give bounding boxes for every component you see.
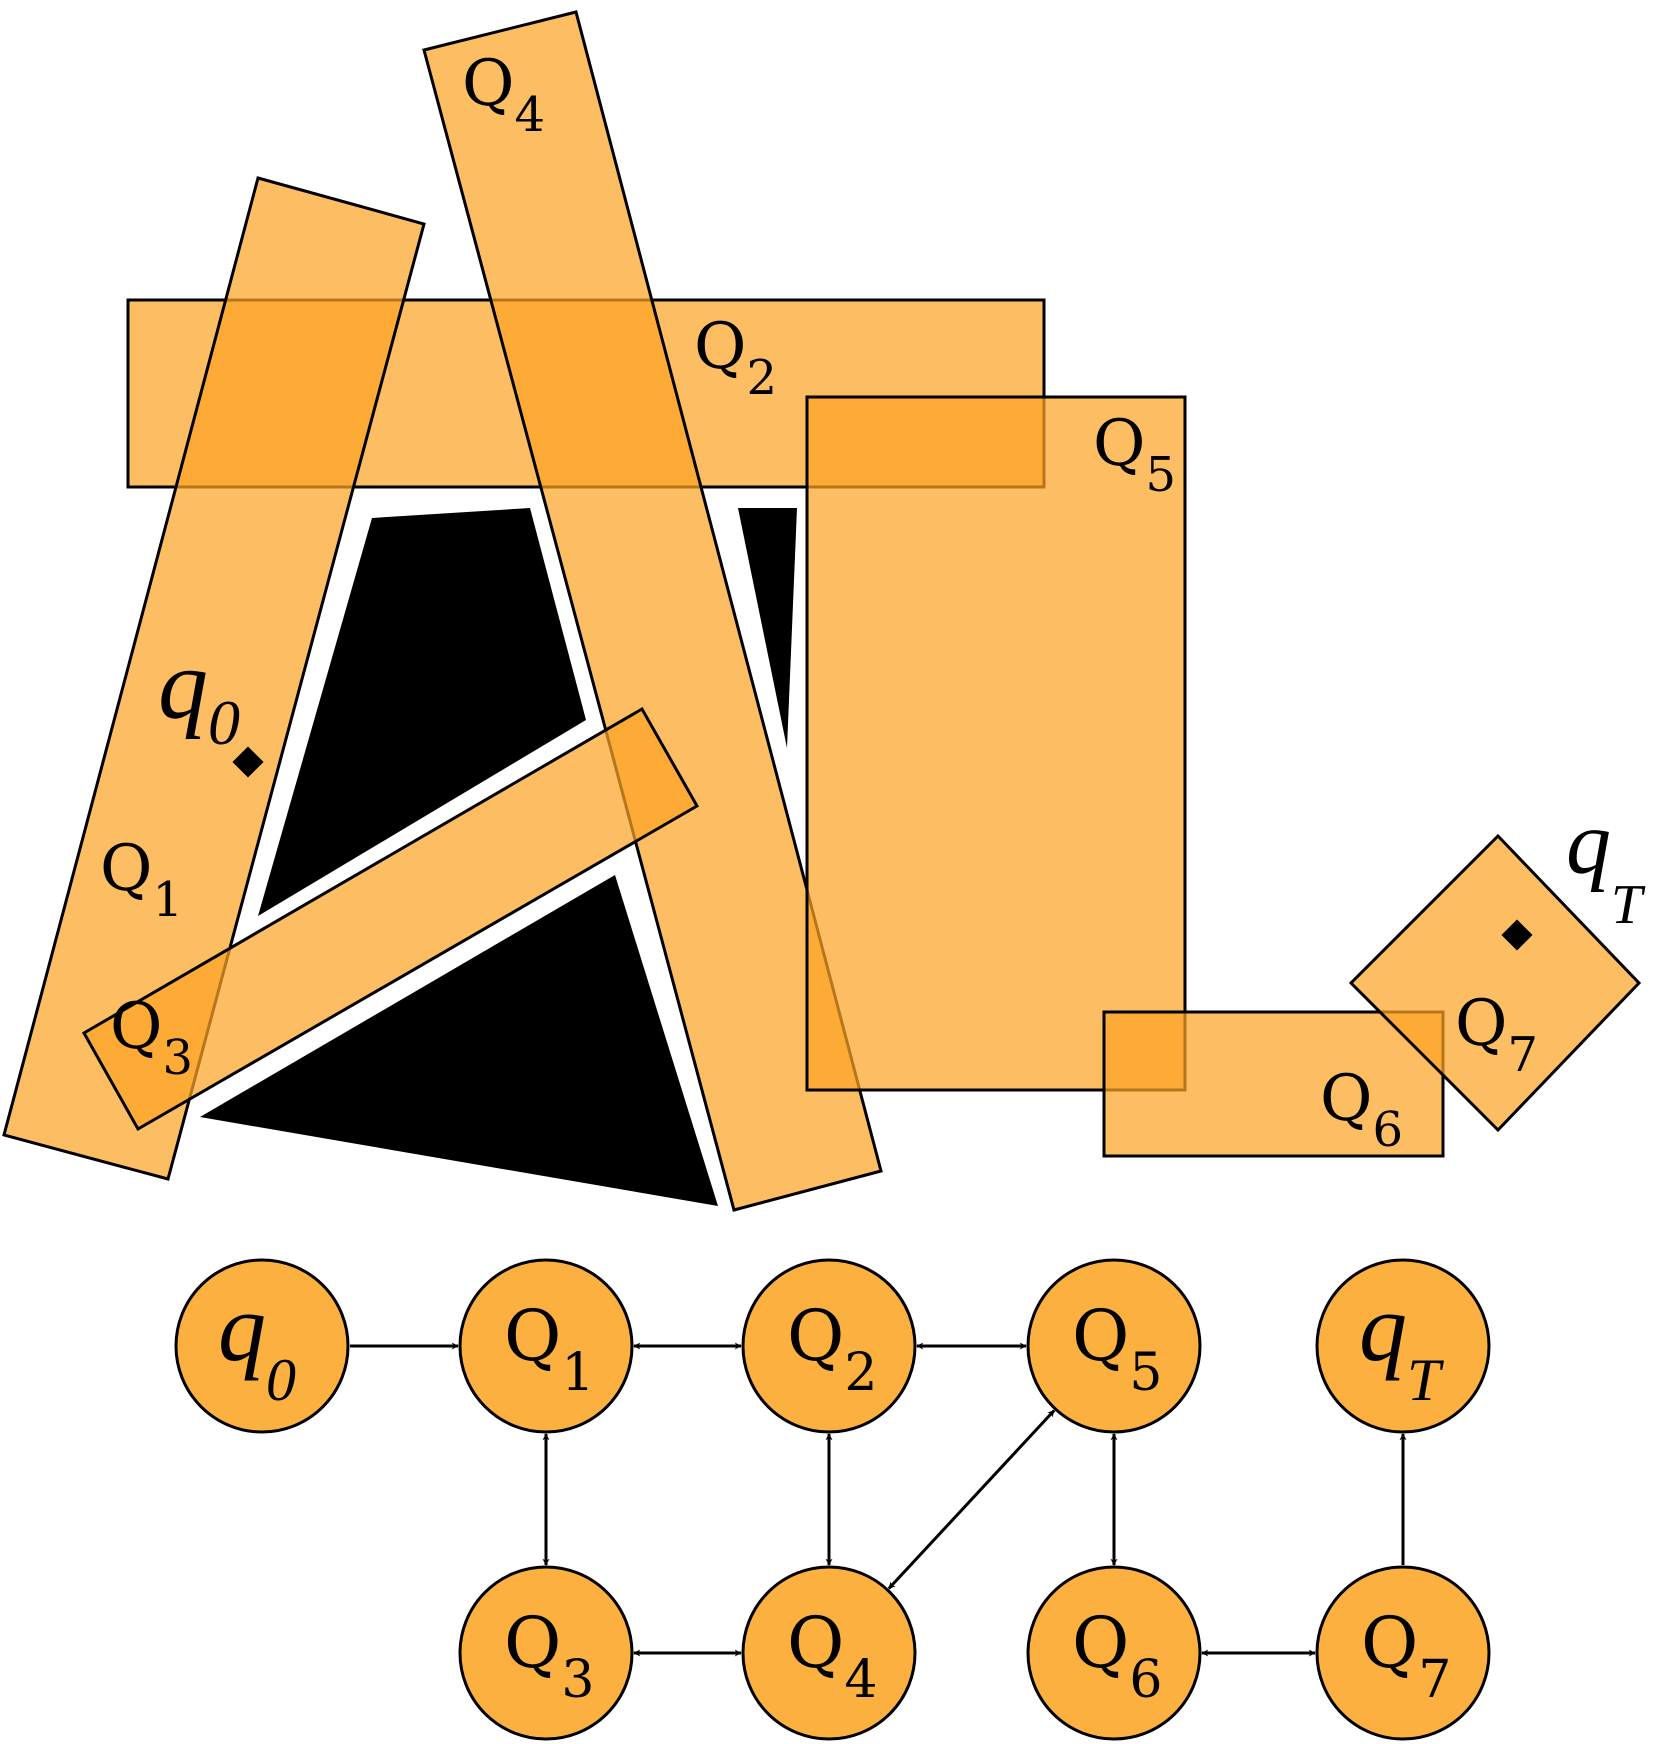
node-circle [458, 1565, 634, 1741]
region-q7: Q7 [1348, 833, 1642, 1133]
region-q5: Q5 [805, 395, 1187, 1092]
edge-q4-q5 [887, 1409, 1056, 1590]
node-label-letter: Q [1361, 1602, 1418, 1684]
region-q6-shape [1102, 1010, 1445, 1158]
node-label: Q2 [787, 1295, 877, 1403]
node-label-letter: Q [504, 1295, 561, 1377]
node-label: Q4 [787, 1602, 877, 1710]
node-label: q0 [218, 1274, 296, 1413]
graph-node-q7: Q7 [1315, 1565, 1491, 1741]
node-label-subscript: 6 [1129, 1650, 1162, 1710]
graph-node-q6: Q6 [1026, 1565, 1202, 1741]
region-q4: Q4 [422, 10, 883, 1212]
region-label-subscript: 7 [1507, 1027, 1538, 1083]
region-q4-label: Q4 [462, 47, 545, 143]
node-label: Q1 [504, 1295, 594, 1403]
region-label-letter: Q [110, 990, 162, 1064]
region-q3-label: Q3 [110, 990, 193, 1086]
goal-label-letter: q [1566, 794, 1611, 893]
region-q6: Q6 [1102, 1010, 1445, 1158]
region-q3: Q3 [81, 706, 700, 1132]
graph-node-q1: Q1 [458, 1258, 634, 1434]
graph-node-q0: q0 [174, 1258, 350, 1434]
node-circle [741, 1565, 917, 1741]
region-label-letter: Q [462, 47, 514, 121]
node-label-letter: Q [1072, 1602, 1129, 1684]
node-label-subscript: 2 [844, 1343, 877, 1403]
node-label-subscript: T [1407, 1347, 1444, 1413]
region-label-subscript: 4 [514, 87, 545, 143]
node-label-letter: Q [1072, 1295, 1129, 1377]
region-q1: Q1 [2, 176, 426, 1181]
region-label-subscript: 3 [162, 1030, 193, 1086]
start-label: q0 [158, 629, 240, 758]
graph-node-q2: Q2 [741, 1258, 917, 1434]
start-label-subscript: 0 [208, 687, 240, 758]
region-label-letter: Q [1093, 407, 1145, 481]
region-q2-label: Q2 [694, 310, 777, 406]
node-circle [174, 1258, 350, 1434]
node-circle [458, 1258, 634, 1434]
region-q5-shape [805, 395, 1187, 1092]
region-q3-shape [81, 706, 700, 1132]
node-circle [1026, 1258, 1202, 1434]
node-label: qT [1359, 1274, 1444, 1413]
region-label-letter: Q [1455, 987, 1507, 1061]
node-label: Q3 [504, 1602, 594, 1710]
node-label-subscript: 4 [844, 1650, 877, 1710]
node-label-letter: Q [504, 1602, 561, 1684]
node-circle [1315, 1565, 1491, 1741]
node-label-subscript: 3 [561, 1650, 594, 1710]
region-label-subscript: 2 [746, 350, 777, 406]
node-circle [1315, 1258, 1491, 1434]
region-q5-label: Q5 [1093, 407, 1176, 503]
region-q1-label: Q1 [100, 832, 183, 928]
obstacle-upper-left [258, 508, 586, 916]
goal-label-subscript: T [1611, 874, 1646, 936]
region-label-subscript: 5 [1145, 447, 1176, 503]
node-circle [741, 1258, 917, 1434]
node-label-subscript: 0 [266, 1347, 296, 1413]
goal-label: qT [1566, 794, 1646, 936]
node-label-subscript: 7 [1418, 1650, 1451, 1710]
region-label-subscript: 6 [1372, 1102, 1403, 1158]
node-circle [1026, 1565, 1202, 1741]
graph-node-q5: Q5 [1026, 1258, 1202, 1434]
region-label-letter: Q [1320, 1062, 1372, 1136]
node-label-letter: Q [787, 1602, 844, 1684]
node-label: Q6 [1072, 1602, 1162, 1710]
graph-node-qt: qT [1315, 1258, 1491, 1434]
node-label-letter: Q [787, 1295, 844, 1377]
node-label: Q5 [1072, 1295, 1162, 1403]
node-label-subscript: 1 [561, 1343, 594, 1403]
region-q1-shape [2, 176, 426, 1181]
node-label-letter: q [1359, 1274, 1407, 1381]
node-label-subscript: 5 [1129, 1343, 1162, 1403]
graph-node-q3: Q3 [458, 1565, 634, 1741]
obstacle-sliver [738, 508, 797, 748]
region-label-letter: Q [694, 310, 746, 384]
region-label-letter: Q [100, 832, 152, 906]
graph-node-q4: Q4 [741, 1565, 917, 1741]
region-label-subscript: 1 [152, 872, 183, 928]
region-q7-shape [1348, 833, 1642, 1133]
obstacle-lower [200, 875, 718, 1206]
start-label-letter: q [158, 629, 208, 740]
region-q6-label: Q6 [1320, 1062, 1403, 1158]
graph-edges [350, 1342, 1407, 1657]
region-q7-label: Q7 [1455, 987, 1538, 1083]
node-label: Q7 [1361, 1602, 1451, 1710]
node-label-letter: q [218, 1274, 266, 1381]
